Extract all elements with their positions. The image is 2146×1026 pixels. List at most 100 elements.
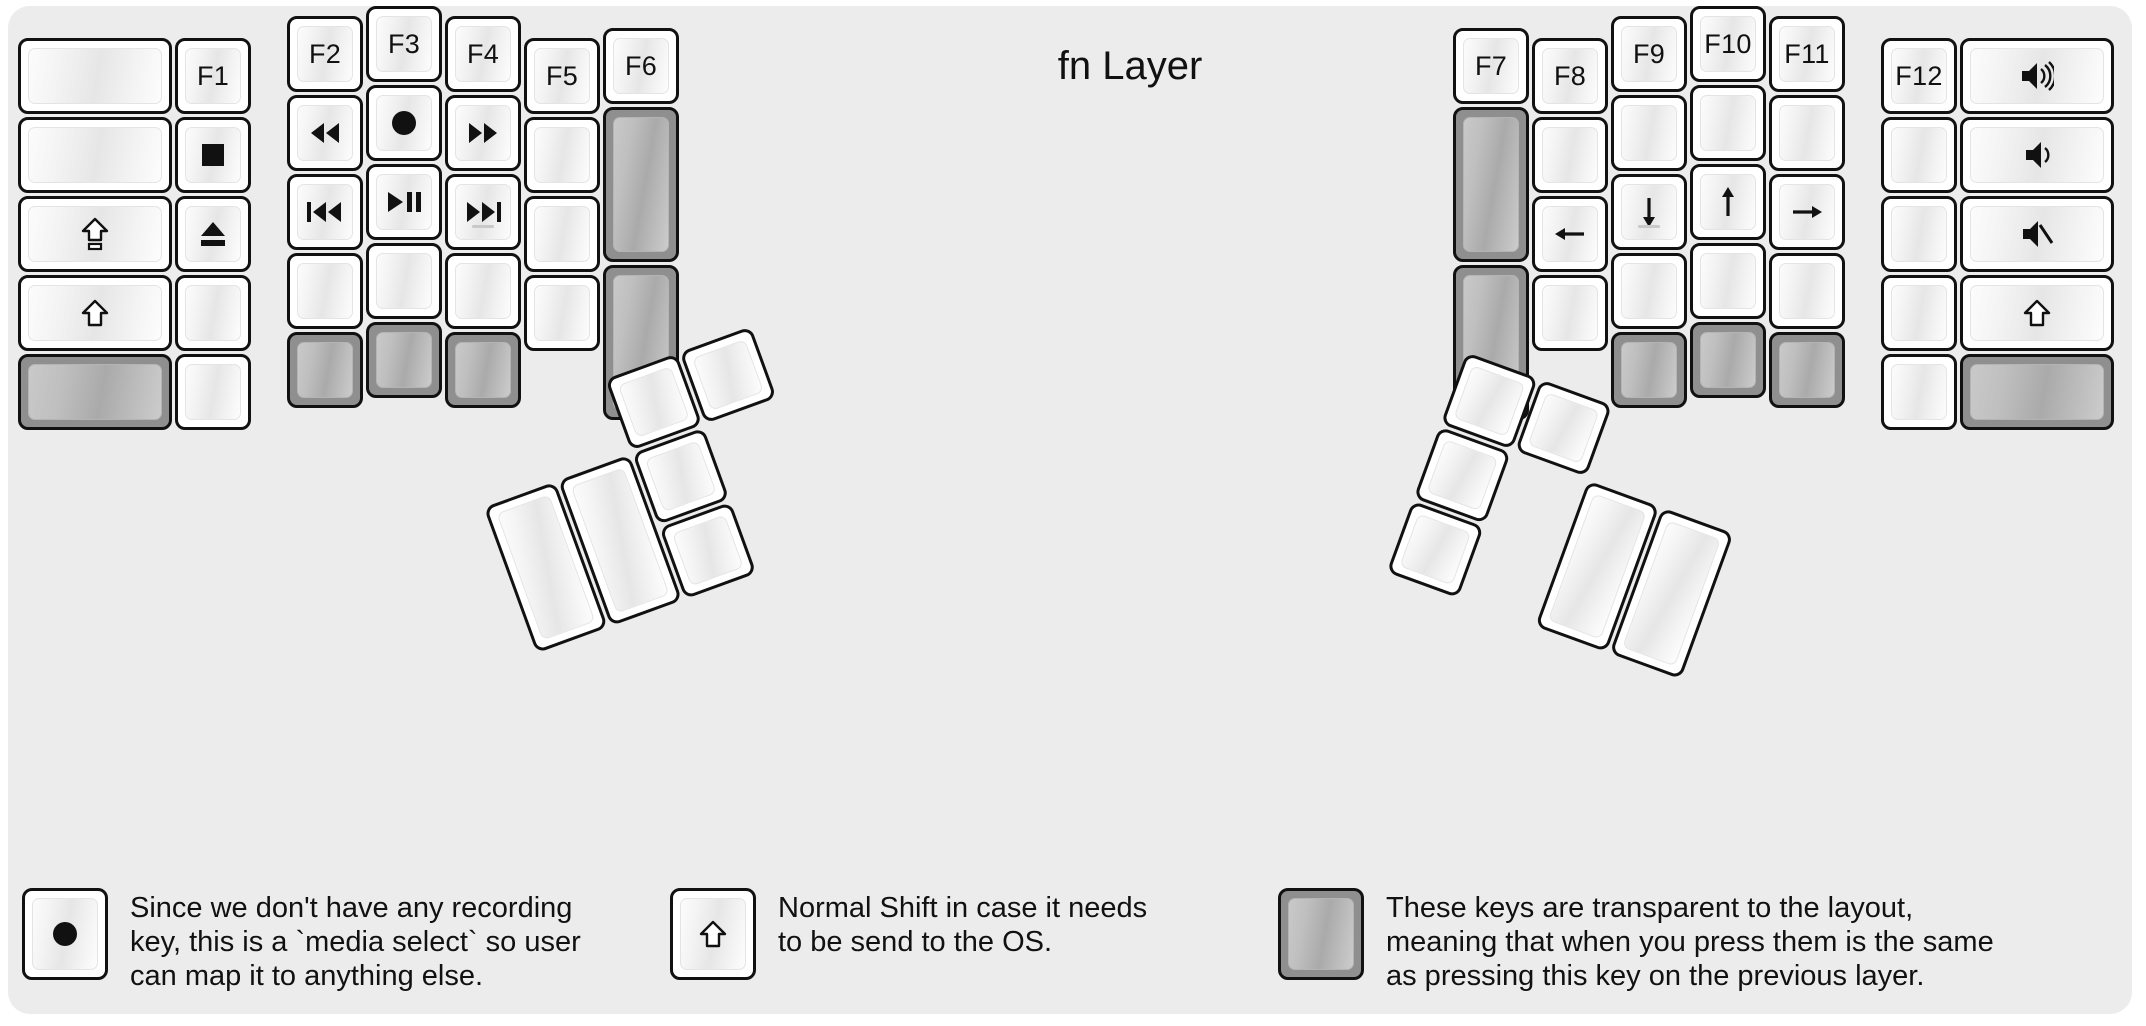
- key-label: F8: [1553, 60, 1587, 91]
- key-left-pinky-outer-r3-shift-arrow[interactable]: [18, 275, 172, 351]
- key-left-middle-r4-transparent[interactable]: [366, 322, 442, 398]
- key-right-pinky-outer-r0-volume-up[interactable]: [1960, 38, 2114, 114]
- key-face: [1779, 184, 1835, 240]
- key-left-index-r1-media-fast-forward[interactable]: [445, 95, 521, 171]
- key-left-index-inner-r2-blank[interactable]: [524, 196, 600, 272]
- key-right-ring-r2-arrow-right[interactable]: [1769, 174, 1845, 250]
- key-left-pinky-outer-r0-blank[interactable]: [18, 38, 172, 114]
- key-right-middle-r0-f10[interactable]: F10: [1690, 6, 1766, 82]
- key-left-pinky-r3-blank[interactable]: [175, 275, 251, 351]
- key-left-ring-r4-transparent[interactable]: [287, 332, 363, 408]
- key-face: F2: [297, 26, 353, 82]
- key-right-index-r3-blank[interactable]: [1611, 253, 1687, 329]
- shift-arrow: [699, 920, 727, 947]
- key-left-index-inner-r1-blank[interactable]: [524, 117, 600, 193]
- key-left-pinky-outer-r4-transparent[interactable]: [18, 354, 172, 430]
- media-next-track-icon: [464, 201, 502, 223]
- key-face: [28, 206, 162, 262]
- key-left-index-r2-media-next-track[interactable]: [445, 174, 521, 250]
- key-left-pinky-outer-r1-blank[interactable]: [18, 117, 172, 193]
- key-face: [1779, 105, 1835, 161]
- key-face: [1463, 117, 1519, 252]
- key-face: [692, 339, 764, 411]
- key-label: F12: [1895, 60, 1943, 91]
- key-right-pinky-r3-blank[interactable]: [1881, 275, 1957, 351]
- media-prev-track-icon: [306, 201, 344, 223]
- key-right-inner-most-r1-transparent[interactable]: [1453, 107, 1529, 262]
- key-right-pinky-r1-blank[interactable]: [1881, 117, 1957, 193]
- key-right-middle-r4-transparent[interactable]: [1690, 322, 1766, 398]
- key-left-pinky-r1-media-stop[interactable]: [175, 117, 251, 193]
- key-face: F6: [613, 38, 669, 94]
- key-left-index-r4-transparent[interactable]: [445, 332, 521, 408]
- legend-text-0: Since we don't have any recording key, t…: [130, 892, 581, 992]
- key-right-index-r0-f9[interactable]: F9: [1611, 16, 1687, 92]
- key-left-middle-r2-media-play-pause[interactable]: [366, 164, 442, 240]
- key-left-pinky-r4-blank[interactable]: [175, 354, 251, 430]
- key-right-pinky-outer-r3-shift-arrow[interactable]: [1960, 275, 2114, 351]
- key-left-index-inner-r3-blank[interactable]: [524, 275, 600, 351]
- key-face: [1700, 174, 1756, 230]
- key-face: [1399, 513, 1472, 586]
- media-next-track: [467, 202, 501, 222]
- key-face: [1621, 263, 1677, 319]
- shift-lock-arrow: [81, 217, 109, 250]
- key-right-ring-r0-f11[interactable]: F11: [1769, 16, 1845, 92]
- key-right-pinky-r4-blank[interactable]: [1881, 354, 1957, 430]
- key-right-middle-r2-arrow-up[interactable]: [1690, 164, 1766, 240]
- key-left-middle-r0-f3[interactable]: F3: [366, 6, 442, 82]
- shift-arrow-icon: [2023, 299, 2051, 328]
- key-right-ring-r4-transparent[interactable]: [1769, 332, 1845, 408]
- key-face: [28, 48, 162, 104]
- key-right-ring-r3-blank[interactable]: [1769, 253, 1845, 329]
- key-face: [644, 440, 717, 513]
- key-right-index-inner-r3-blank[interactable]: [1532, 275, 1608, 351]
- key-right-index-inner-r1-blank[interactable]: [1532, 117, 1608, 193]
- key-right-ring-r1-blank[interactable]: [1769, 95, 1845, 171]
- key-left-pinky-r0-f1[interactable]: F1: [175, 38, 251, 114]
- key-right-index-inner-r2-arrow-left[interactable]: [1532, 196, 1608, 272]
- key-right-pinky-outer-r1-volume-down[interactable]: [1960, 117, 2114, 193]
- key-right-inner-most-r0-f7[interactable]: F7: [1453, 28, 1529, 104]
- key-left-index-r0-f4[interactable]: F4: [445, 16, 521, 92]
- key-left-inner-most-r1-transparent[interactable]: [603, 107, 679, 262]
- key-right-middle-r3-blank[interactable]: [1690, 243, 1766, 319]
- key-left-inner-most-r0-f6[interactable]: F6: [603, 28, 679, 104]
- key-right-index-inner-r0-f8[interactable]: F8: [1532, 38, 1608, 114]
- key-right-index-r1-blank[interactable]: [1611, 95, 1687, 171]
- key-face: [185, 127, 241, 183]
- key-label: F10: [1704, 28, 1752, 59]
- key-left-pinky-outer-r2-shift-lock-arrow[interactable]: [18, 196, 172, 272]
- shift-arrow-icon: [699, 920, 727, 949]
- key-left-middle-r1-media-record[interactable]: [366, 85, 442, 161]
- key-left-ring-r3-blank[interactable]: [287, 253, 363, 329]
- key-right-pinky-r2-blank[interactable]: [1881, 196, 1957, 272]
- key-right-pinky-outer-r4-transparent[interactable]: [1960, 354, 2114, 430]
- media-fast-forward: [469, 123, 497, 143]
- arrow-left-icon: [1554, 223, 1586, 245]
- key-right-index-r4-transparent[interactable]: [1611, 332, 1687, 408]
- legend-item-2: These keys are transparent to the layout…: [1278, 888, 1994, 994]
- key-face: [1891, 364, 1947, 420]
- key-left-ring-r0-f2[interactable]: F2: [287, 16, 363, 92]
- key-right-index-r2-arrow-down[interactable]: [1611, 174, 1687, 250]
- key-label: F3: [387, 28, 421, 59]
- key-label: F11: [1784, 38, 1830, 69]
- media-record-icon: [390, 109, 418, 137]
- key-right-pinky-r0-f12[interactable]: F12: [1881, 38, 1957, 114]
- key-right-pinky-outer-r2-volume-mute[interactable]: [1960, 196, 2114, 272]
- legend-key-0: [22, 888, 108, 980]
- key-left-index-r3-blank[interactable]: [445, 253, 521, 329]
- key-left-ring-r1-media-rewind[interactable]: [287, 95, 363, 171]
- media-stop: [202, 144, 224, 166]
- key-face: [376, 95, 432, 151]
- key-left-pinky-r2-media-eject[interactable]: [175, 196, 251, 272]
- media-play-pause: [387, 192, 421, 212]
- media-prev-track: [307, 202, 341, 222]
- key-right-middle-r1-blank[interactable]: [1690, 85, 1766, 161]
- key-face: [534, 127, 590, 183]
- key-left-middle-r3-blank[interactable]: [366, 243, 442, 319]
- key-left-ring-r2-media-prev-track[interactable]: [287, 174, 363, 250]
- key-left-index-inner-r0-f5[interactable]: F5: [524, 38, 600, 114]
- key-label: F2: [308, 38, 342, 69]
